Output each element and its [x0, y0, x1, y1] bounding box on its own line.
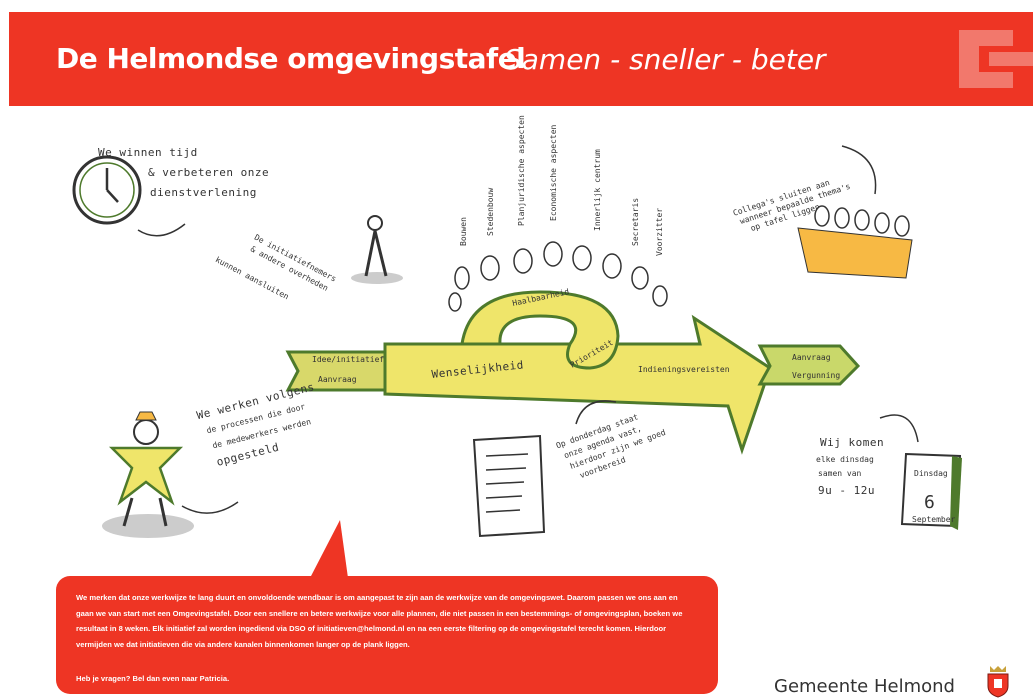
- arrow-label-start-top: Idee/initiatief: [312, 355, 384, 364]
- meeting-note-line-2: elke dinsdag: [816, 455, 874, 464]
- arrow-label-start-bottom: Aanvraag: [318, 375, 357, 384]
- clock-icon: [72, 155, 142, 225]
- contact-question: Heb je vragen? Bel dan even naar Patrici…: [76, 674, 230, 683]
- info-text: We merken dat onze werkwijze te lang duu…: [76, 593, 683, 649]
- process-arrow: [285, 290, 861, 455]
- aspect-label-6: Secretaris: [631, 198, 640, 246]
- speech-bubble-tail: [310, 520, 348, 578]
- calendar-icon: [900, 452, 962, 530]
- meeting-note-line-1: Wij komen: [820, 436, 884, 449]
- clock-note-line-3: dienstverlening: [150, 186, 257, 199]
- aspect-label-4: Economische aspecten: [549, 124, 558, 221]
- meeting-note-line-4: 9u - 12u: [818, 484, 875, 497]
- organization-name: Gemeente Helmond: [774, 676, 955, 697]
- aspect-label-7: Voorzitter: [655, 208, 664, 256]
- process-illustration: We winnen tijd & verbeteren onze dienstv…: [72, 115, 962, 538]
- calendar-number: 6: [924, 492, 935, 513]
- aspect-label-3: Planjuridische aspecten: [517, 115, 526, 226]
- curved-arrow-icon: [137, 223, 186, 237]
- arrow-label-right: Indieningsvereisten: [638, 365, 730, 374]
- page-title: De Helmondse omgevingstafel: [56, 42, 526, 75]
- curved-arrow-icon: [879, 414, 919, 443]
- clock-note-line-1: We winnen tijd: [98, 146, 198, 159]
- page-tagline: Samen - sneller - beter: [504, 43, 826, 76]
- aspect-label-5: Innerlijk centrum: [593, 149, 602, 231]
- arrow-label-end-bottom: Vergunning: [792, 371, 840, 380]
- info-speech-bubble: We merken dat onze werkwijze te lang duu…: [56, 576, 718, 694]
- aspect-bubbles: [448, 241, 668, 312]
- brand-logo-mark: [953, 12, 1033, 106]
- person-figure-icon: [351, 215, 403, 284]
- curved-arrow-icon: [841, 145, 877, 195]
- star-person-icon: [102, 411, 194, 538]
- meeting-table-icon: [797, 205, 913, 279]
- calendar-month: September: [912, 515, 956, 524]
- crest-icon: [987, 666, 1009, 698]
- curved-arrow-icon: [181, 501, 239, 514]
- clock-note-line-2: & verbeteren onze: [148, 166, 269, 179]
- page-header: De Helmondse omgevingstafel Samen - snel…: [9, 12, 1019, 106]
- calendar-day: Dinsdag: [914, 469, 948, 478]
- aspect-label-1: Bouwen: [459, 217, 468, 246]
- meeting-note-line-3: samen van: [818, 469, 862, 478]
- arrow-label-end-top: Aanvraag: [792, 353, 831, 362]
- agenda-checklist-icon: [472, 434, 546, 538]
- curved-arrow-icon: [575, 400, 617, 425]
- aspect-label-2: Stedenbouw: [486, 188, 495, 236]
